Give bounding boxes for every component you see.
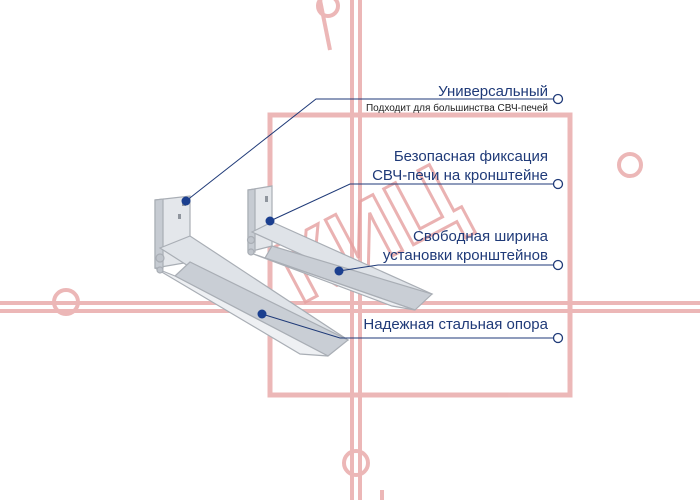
callout-fixation: Безопасная фиксация СВЧ-печи на кронштей…	[372, 148, 548, 186]
marker-width-dot	[334, 266, 344, 276]
ring-support	[552, 332, 564, 344]
callout-universal-title: Универсальный	[438, 83, 548, 100]
callout-fixation-line1: Безопасная фиксация	[393, 148, 548, 165]
left-bracket	[154, 195, 350, 357]
callout-support: Надежная стальная опора	[363, 316, 548, 335]
ring-fixation	[552, 178, 564, 190]
callout-width-line2: установки кронштейнов	[382, 246, 548, 264]
marker-universal-dot	[181, 196, 191, 206]
leader-lines	[185, 98, 555, 339]
callout-support-title: Надежная стальная опора	[363, 316, 548, 333]
callout-fixation-line2: СВЧ-печи на кронштейне	[372, 166, 548, 184]
marker-fixation-dot	[265, 216, 275, 226]
callout-universal: Универсальный Подходит для большинства С…	[366, 83, 548, 115]
product-markers	[181, 196, 344, 319]
ring-universal	[552, 93, 564, 105]
right-bracket	[246, 185, 434, 311]
callout-width: Свободная ширина установки кронштейнов	[383, 228, 548, 266]
ring-width	[552, 259, 564, 271]
marker-support-dot	[257, 309, 267, 319]
end-rings	[552, 93, 564, 344]
callout-universal-subtitle: Подходит для большинства СВЧ-печей	[365, 102, 548, 114]
callout-width-line1: Свободная ширина	[412, 228, 548, 245]
